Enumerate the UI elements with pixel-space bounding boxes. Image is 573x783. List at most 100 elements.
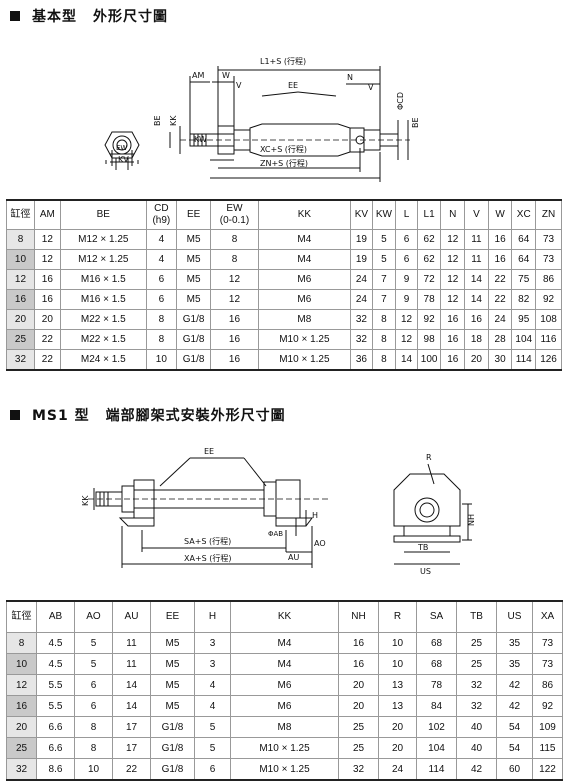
table-cell: 8 — [74, 737, 113, 759]
table-cell: 14 — [395, 349, 418, 371]
table-cell: 12 — [33, 249, 61, 270]
table-cell: 42 — [496, 695, 533, 717]
square-bullet-icon — [10, 11, 20, 21]
table-cell: 73 — [532, 653, 563, 675]
table-cell: 6 — [145, 269, 177, 290]
bore-size-cell: 10 — [6, 249, 35, 270]
table-cell: 12 — [210, 289, 259, 310]
table-cell: G1/8 — [150, 758, 195, 781]
dim-ao-label: AO — [314, 539, 326, 548]
table-cell: 6.6 — [36, 716, 75, 738]
table-cell: M12 × 1.25 — [59, 229, 147, 250]
column-header: AB — [36, 600, 75, 633]
table-cell: 22 — [33, 349, 61, 371]
table-cell: 25 — [338, 737, 379, 759]
bore-size-cell: 32 — [6, 758, 37, 781]
dim-xcs-label: XC+S (行程) — [260, 144, 307, 154]
dim-nh-label: NH — [467, 514, 476, 526]
dim-be-left-label: BE — [153, 115, 162, 126]
table-cell: 8 — [371, 349, 397, 371]
table-cell: 4 — [145, 229, 177, 250]
table-cell: 14 — [464, 289, 489, 310]
table-cell: 10 — [378, 653, 417, 675]
table-cell: 115 — [532, 737, 563, 759]
table-cell: 62 — [416, 249, 442, 270]
table-cell: 5 — [371, 229, 397, 250]
bore-size-cell: 10 — [6, 653, 37, 675]
table-cell: 12 — [395, 329, 418, 350]
square-bullet-icon — [10, 410, 20, 420]
table-cell: 7 — [371, 289, 397, 310]
table-cell: 22 — [487, 289, 513, 310]
table-cell: 19 — [350, 229, 373, 250]
table-cell: 11 — [112, 632, 151, 654]
table-cell: M5 — [175, 249, 212, 270]
dim-v-label: V — [236, 81, 242, 90]
table-cell: 60 — [496, 758, 533, 781]
dim-kk-label: KK — [169, 115, 178, 126]
table-cell: 20 — [338, 695, 379, 717]
table-cell: 6 — [74, 674, 113, 696]
table-cell: 40 — [456, 716, 497, 738]
table-cell: M4 — [257, 229, 352, 250]
table-cell: 6 — [145, 289, 177, 310]
column-header: NH — [338, 600, 379, 633]
table-cell: M6 — [230, 695, 339, 717]
basic-cylinder-drawing: L1+S (行程) AM W V N V EE ΦCD BE BE KK KW … — [104, 56, 420, 182]
table-cell: 78 — [416, 674, 457, 696]
table-cell: 64 — [511, 249, 537, 270]
table-cell: 7 — [371, 269, 397, 290]
section1-heading: 基本型 外形尺寸圖 — [10, 6, 168, 26]
table-cell: M10 × 1.25 — [257, 329, 352, 350]
table-cell: M8 — [230, 716, 339, 738]
column-header: XA — [532, 600, 563, 633]
table-cell: 16 — [487, 249, 513, 270]
table-cell: 5.5 — [36, 695, 75, 717]
bore-size-cell: 25 — [6, 329, 35, 350]
table-cell: 13 — [378, 695, 417, 717]
table-cell: 6 — [395, 229, 418, 250]
table-cell: M4 — [230, 653, 339, 675]
column-header: L — [395, 199, 418, 230]
table-cell: G1/8 — [175, 329, 212, 350]
dim-ew-label: EW — [116, 144, 127, 152]
bore-size-cell: 16 — [6, 289, 35, 310]
table-cell: M16 × 1.5 — [59, 269, 147, 290]
foot-mount-drawing: EE KK H ΦAB AO AU SA+S (行程) XA+S (行程) R … — [81, 447, 476, 576]
table-cell: 16 — [440, 349, 466, 371]
table-cell: 24 — [350, 269, 373, 290]
table-cell: 18 — [464, 329, 489, 350]
table-cell: 22 — [33, 329, 61, 350]
column-header: AM — [33, 199, 61, 230]
table-cell: 12 — [440, 249, 466, 270]
column-header: BE — [59, 199, 147, 230]
column-header: L1 — [416, 199, 442, 230]
table-cell: M10 × 1.25 — [230, 737, 339, 759]
table-cell: 5 — [74, 653, 113, 675]
table-cell: 6 — [74, 695, 113, 717]
table-cell: 5 — [74, 632, 113, 654]
dim-kk-label: KK — [81, 495, 90, 506]
column-header: V — [464, 199, 489, 230]
table-cell: 40 — [456, 737, 497, 759]
section1-title-part2: 外形尺寸圖 — [93, 9, 168, 25]
table-cell: 14 — [112, 695, 151, 717]
table-cell: M5 — [175, 229, 212, 250]
dim-tb-label: TB — [417, 543, 428, 552]
table-cell: 54 — [496, 716, 533, 738]
section2-heading: MS1 型 端部腳架式安裝外形尺寸圖 — [10, 405, 286, 425]
table-cell: 32 — [338, 758, 379, 781]
table-cell: 20 — [464, 349, 489, 371]
column-header: EE — [150, 600, 195, 633]
table-cell: 92 — [535, 289, 562, 310]
section2-title-part2: 端部腳架式安裝外形尺寸圖 — [105, 408, 286, 424]
table-cell: M24 × 1.5 — [59, 349, 147, 371]
end-view-rod — [116, 139, 128, 151]
table-cell: 4 — [194, 674, 231, 696]
